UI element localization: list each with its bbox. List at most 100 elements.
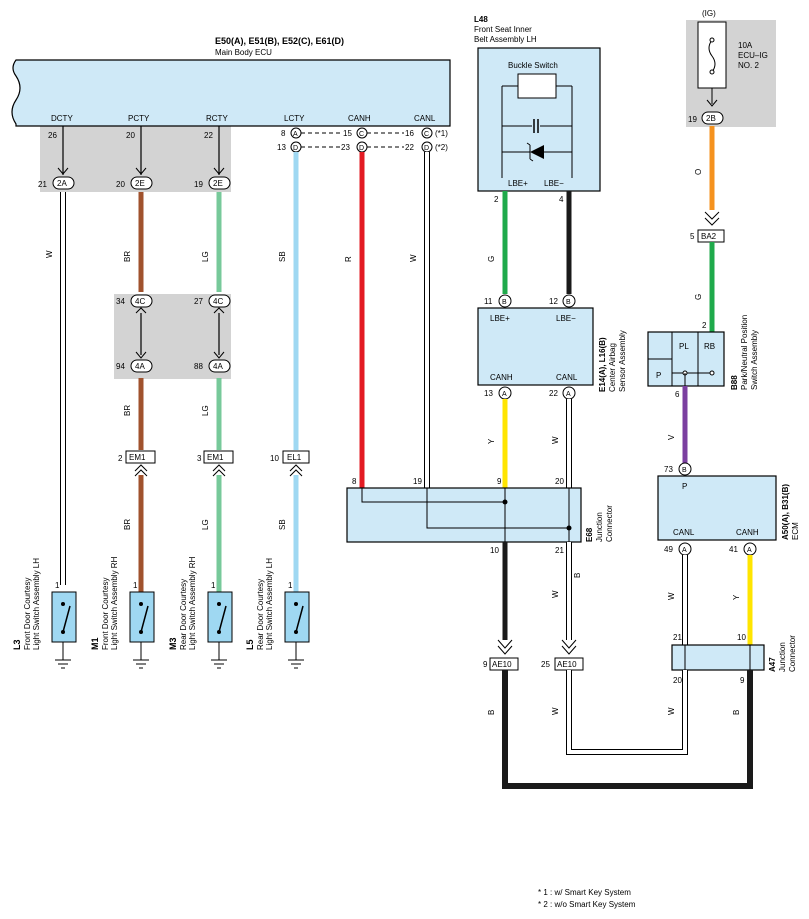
svg-text:Connector: Connector <box>605 505 614 542</box>
wire-pcty-brown: BR BR BR <box>123 126 144 592</box>
svg-text:23: 23 <box>341 143 350 152</box>
wire-e14-canh-yellow: Y <box>487 399 508 488</box>
svg-text:L48: L48 <box>474 15 488 24</box>
svg-text:15: 15 <box>343 129 352 138</box>
svg-text:Light Switch Assembly RH: Light Switch Assembly RH <box>188 556 197 650</box>
wire-canl-white: W <box>409 152 430 488</box>
connector-2e-pcty: 20 2E <box>116 167 153 190</box>
svg-text:2B: 2B <box>706 114 716 123</box>
svg-text:Front Door Courtesy: Front Door Courtesy <box>101 578 110 650</box>
svg-text:3: 3 <box>197 454 202 463</box>
svg-text:1: 1 <box>288 581 293 590</box>
wire-ba2-green: G <box>694 242 715 332</box>
svg-text:1: 1 <box>211 581 216 590</box>
connector-ba2: 5 BA2 <box>690 229 725 243</box>
svg-text:Front Seat Inner: Front Seat Inner <box>474 25 532 34</box>
connector-em1-rcty: 3 EM1 <box>197 450 234 477</box>
ecu-can-connector-rows: 8 A 15 C 16 C (*1) 13 D 23 D 22 D (*2) <box>277 127 448 153</box>
svg-text:NO. 2: NO. 2 <box>738 61 759 70</box>
connector-4c-pcty: 34 4C <box>116 294 153 314</box>
svg-text:19: 19 <box>688 115 697 124</box>
svg-text:19: 19 <box>413 477 422 486</box>
svg-text:L5: L5 <box>245 639 255 650</box>
svg-text:W: W <box>551 707 560 715</box>
svg-text:B: B <box>502 299 507 306</box>
b88-park-neutral-switch: 2 PL RB P 6 B88 Park/Neutral Position Sw… <box>647 315 759 399</box>
svg-text:9: 9 <box>740 676 745 685</box>
svg-text:20: 20 <box>116 180 125 189</box>
svg-text:1: 1 <box>55 581 60 590</box>
svg-text:12: 12 <box>549 297 558 306</box>
wire-ecm-canl-white: W <box>667 555 688 645</box>
ecu-pin-num-rcty: 22 <box>204 131 213 140</box>
svg-text:11: 11 <box>484 297 493 306</box>
svg-text:Light Switch Assembly LH: Light Switch Assembly LH <box>265 558 274 650</box>
svg-text:Y: Y <box>732 594 741 600</box>
connector-ae10-white: 25 AE10 <box>541 657 584 671</box>
note-1: (*1) <box>435 129 448 138</box>
svg-text:E14(A), L16(B): E14(A), L16(B) <box>598 337 607 392</box>
svg-text:PL: PL <box>679 342 689 351</box>
ecu-pin-lcty: LCTY <box>284 114 305 123</box>
svg-text:V: V <box>667 434 676 440</box>
svg-text:2E: 2E <box>135 179 145 188</box>
svg-text:P: P <box>682 482 687 491</box>
ecu-codes: E50(A), E51(B), E52(C), E61(D) <box>215 36 344 46</box>
svg-text:LG: LG <box>201 519 210 530</box>
svg-text:CANH: CANH <box>490 373 513 382</box>
svg-text:34: 34 <box>116 297 125 306</box>
switch-l3: 1 L3 Front Door Courtesy Light Switch As… <box>12 558 77 669</box>
svg-text:Light Switch Assembly RH: Light Switch Assembly RH <box>110 556 119 650</box>
wire-canh-red: R <box>344 152 365 488</box>
svg-text:A50(A), B31(B): A50(A), B31(B) <box>781 484 790 540</box>
svg-text:D: D <box>359 145 364 152</box>
svg-text:Junction: Junction <box>778 642 787 672</box>
svg-text:10: 10 <box>490 546 499 555</box>
svg-text:Sensor Assembly: Sensor Assembly <box>618 330 627 392</box>
svg-text:D: D <box>293 145 298 152</box>
svg-text:EM1: EM1 <box>129 453 146 462</box>
svg-text:88: 88 <box>194 362 203 371</box>
wire-e68-black <box>497 542 513 655</box>
svg-text:BR: BR <box>123 251 132 262</box>
connector-em1-pcty: 2 EM1 <box>118 450 156 477</box>
svg-text:94: 94 <box>116 362 125 371</box>
svg-text:D: D <box>424 145 429 152</box>
e68-junction-connector: 8 19 9 20 10 21 E68 Junction Connector <box>346 477 614 555</box>
switch-l5: 1 L5 Rear Door Courtesy Light Switch Ass… <box>245 558 310 669</box>
wire-rcty-lightgreen: LG LG LG <box>201 126 222 592</box>
svg-text:W: W <box>667 707 676 715</box>
svg-text:10: 10 <box>270 454 279 463</box>
svg-text:W: W <box>409 254 418 262</box>
wire-e68-white: W <box>551 542 577 655</box>
svg-text:G: G <box>487 256 496 262</box>
svg-text:LG: LG <box>201 405 210 416</box>
svg-text:A47: A47 <box>768 657 777 672</box>
ecu-name: Main Body ECU <box>215 48 272 57</box>
svg-text:BR: BR <box>123 405 132 416</box>
svg-text:13: 13 <box>277 143 286 152</box>
svg-text:B: B <box>682 467 687 474</box>
svg-text:20: 20 <box>555 477 564 486</box>
svg-text:CANL: CANL <box>673 528 695 537</box>
svg-text:Center Airbag: Center Airbag <box>608 343 617 392</box>
svg-text:ECU–IG: ECU–IG <box>738 51 768 60</box>
svg-text:21: 21 <box>38 180 47 189</box>
svg-text:RB: RB <box>704 342 715 351</box>
svg-text:W: W <box>45 250 54 258</box>
wire-ig-orange: O <box>694 126 720 226</box>
switch-m1: 1 M1 Front Door Courtesy Light Switch As… <box>90 556 155 669</box>
svg-text:27: 27 <box>194 297 203 306</box>
connector-el1-lcty: 10 EL1 <box>270 450 310 477</box>
svg-text:W: W <box>667 592 676 600</box>
svg-text:4C: 4C <box>213 297 223 306</box>
svg-text:21: 21 <box>673 633 682 642</box>
svg-text:EL1: EL1 <box>287 453 302 462</box>
svg-text:4A: 4A <box>213 362 223 371</box>
svg-text:(IG): (IG) <box>702 9 716 18</box>
connector-ae10-black: 9 AE10 <box>483 657 519 671</box>
svg-text:W: W <box>551 590 560 598</box>
wire-b88-violet: V <box>667 386 688 463</box>
svg-text:2: 2 <box>494 195 499 204</box>
svg-text:LG: LG <box>201 251 210 262</box>
